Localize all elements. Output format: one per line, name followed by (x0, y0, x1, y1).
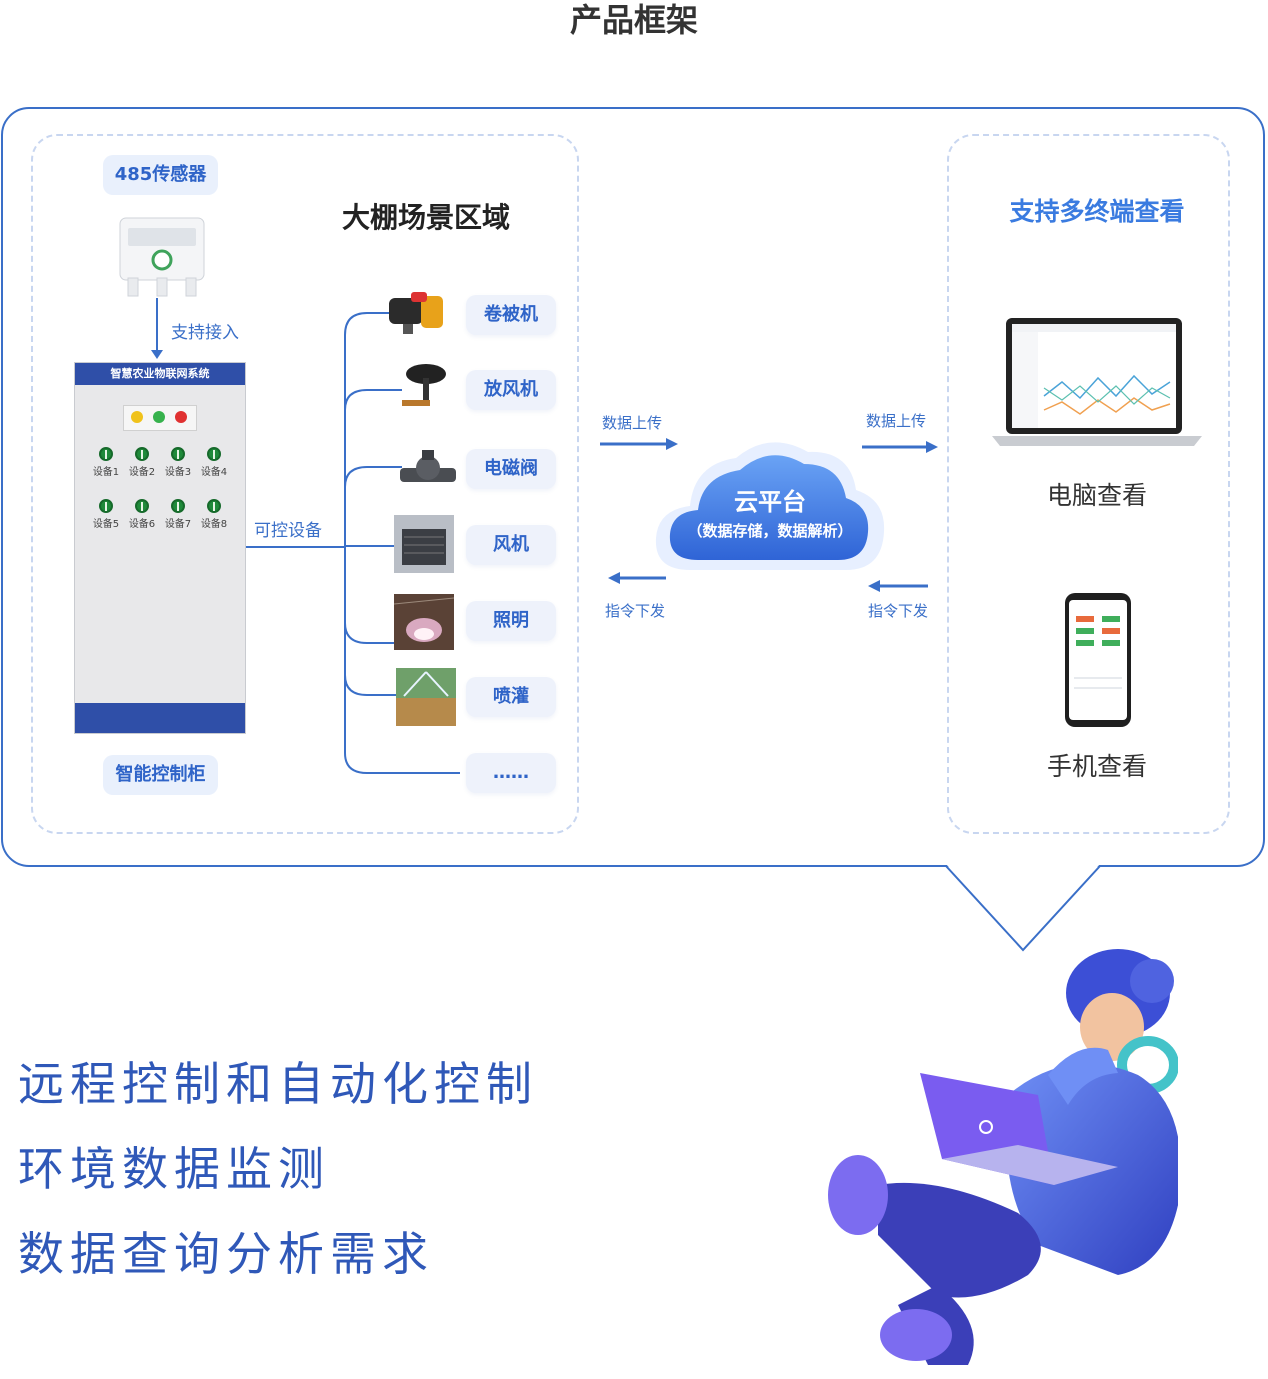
device-pill-vent: 放风机 (466, 370, 556, 410)
device-pill-more: …… (466, 753, 556, 793)
upload-label-left: 数据上传 (602, 414, 663, 432)
scene-title: 大棚场景区域 (342, 201, 511, 234)
terminal-region (947, 134, 1230, 834)
fan-photo-icon (394, 515, 454, 573)
device-label: 设备4 (200, 467, 228, 478)
device-label: 设备5 (92, 519, 120, 530)
phone-label: 手机查看 (1046, 752, 1147, 781)
switch-knob-icon (135, 447, 149, 461)
left-arrow-icon (868, 580, 928, 592)
right-arrow-icon (862, 441, 938, 453)
device-pill-valve: 电磁阀 (466, 449, 556, 489)
cloud-platform-shape (655, 442, 885, 570)
speech-tail (945, 864, 1101, 952)
irrigation-photo-icon (396, 668, 456, 726)
device-label: 设备2 (128, 467, 156, 478)
roller-motor-icon (389, 292, 443, 334)
green-light-icon (153, 411, 165, 423)
laptop-icon (992, 318, 1202, 446)
switch-knob-icon (99, 499, 113, 513)
cloud-subtitle: （数据存储，数据解析） (687, 522, 853, 540)
controllable-label: 可控设备 (254, 521, 322, 541)
switch-knob-icon (171, 447, 185, 461)
right-arrow-icon (600, 438, 678, 450)
command-label-left: 指令下发 (605, 602, 666, 620)
solenoid-valve-icon (400, 450, 456, 482)
support-access-label: 支持接入 (171, 323, 239, 343)
device-label: 设备6 (128, 519, 156, 530)
terminal-title: 支持多终端查看 (1009, 197, 1185, 226)
lighting-photo-icon (394, 594, 454, 650)
cabinet-base (75, 703, 245, 733)
device-label: 设备1 (92, 467, 120, 478)
framework-frame (1, 107, 1265, 867)
device-label: 设备7 (164, 519, 192, 530)
device-pill-fan: 风机 (466, 525, 556, 565)
device-label: 设备3 (164, 467, 192, 478)
switch-knob-icon (207, 499, 221, 513)
controllable-connector (246, 546, 346, 548)
cabinet-label: 智能控制柜 (103, 755, 218, 795)
switch-knob-icon (99, 447, 113, 461)
support-arrow-line (156, 298, 158, 354)
device-tree-lines (344, 312, 460, 774)
cabinet-screen-title: 智慧农业物联网系统 (75, 363, 245, 385)
feature-remote-control: 远程控制和自动化控制 (18, 1057, 538, 1111)
cloud-title: 云平台 (734, 488, 806, 516)
device-label: 设备8 (200, 519, 228, 530)
left-arrow-icon (608, 572, 666, 584)
greenhouse-region (31, 134, 579, 834)
down-arrow-icon (151, 350, 163, 359)
control-cabinet: 智慧农业物联网系统 设备1 设备2 设备3 设备4 设备5 设备6 设备7 设备… (74, 362, 246, 734)
computer-label: 电脑查看 (1046, 481, 1147, 510)
red-light-icon (175, 411, 187, 423)
command-label-right: 指令下发 (868, 602, 929, 620)
device-pill-roller: 卷被机 (466, 295, 556, 335)
device-pill-lighting: 照明 (466, 601, 556, 641)
sensor-label: 485传感器 (103, 155, 218, 195)
page-title: 产品框架 (569, 1, 698, 39)
switch-knob-icon (171, 499, 185, 513)
feature-data-analysis: 数据查询分析需求 (18, 1227, 434, 1281)
switch-knob-icon (135, 499, 149, 513)
switch-knob-icon (207, 447, 221, 461)
vent-motor-icon (402, 364, 446, 406)
yellow-light-icon (131, 411, 143, 423)
sensor-device-icon (119, 217, 205, 297)
upload-label-right: 数据上传 (866, 412, 927, 430)
phone-icon (1065, 593, 1131, 727)
person-with-laptop-illustration (828, 949, 1178, 1365)
feature-env-monitoring: 环境数据监测 (18, 1142, 330, 1196)
device-pill-irrigation: 喷灌 (466, 677, 556, 717)
